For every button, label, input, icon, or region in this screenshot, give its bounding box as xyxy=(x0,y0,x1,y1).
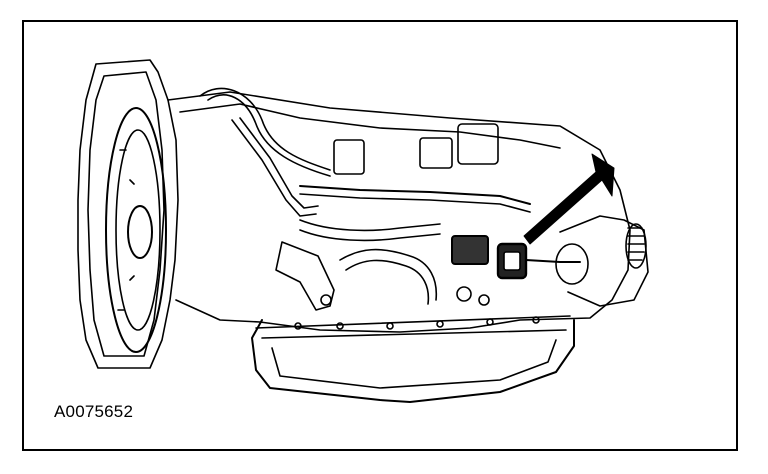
lower-hose xyxy=(339,248,438,301)
solenoid-block-mid xyxy=(419,137,453,169)
mid-hose xyxy=(299,219,441,232)
oil-pan-inner xyxy=(271,339,557,389)
torque-converter-face xyxy=(105,107,167,353)
connector-face xyxy=(503,251,521,271)
torque-converter-ring xyxy=(115,129,161,331)
case-top-ridge xyxy=(179,103,561,149)
connector-lead xyxy=(525,259,581,263)
mid-hose-2 xyxy=(299,229,441,242)
left-cooler-line-2 xyxy=(239,117,319,209)
sensor-body xyxy=(451,235,489,265)
pan-bolts xyxy=(294,286,540,330)
oil-pan-flange xyxy=(255,315,571,339)
main-case-outline xyxy=(167,91,631,333)
torque-converter-studs xyxy=(117,149,135,311)
solenoid-block-left xyxy=(333,139,365,175)
solenoid-block-right xyxy=(457,123,499,165)
bracket-bolt xyxy=(320,294,332,306)
figure-frame xyxy=(22,20,738,451)
upper-tube-2 xyxy=(207,94,331,177)
bell-housing-outline xyxy=(77,59,179,369)
oil-pan xyxy=(251,319,575,403)
speed-sensor-boss xyxy=(555,243,589,285)
mount-bracket xyxy=(275,241,335,311)
callout-arrow xyxy=(523,153,615,245)
output-shaft-end xyxy=(625,223,647,269)
output-spline xyxy=(627,227,645,261)
figure-id-label: A0075652 xyxy=(54,402,134,421)
left-cooler-line xyxy=(231,119,317,217)
harness-run xyxy=(299,185,531,205)
torque-converter-hub xyxy=(127,205,153,259)
bell-housing-rim xyxy=(87,71,165,357)
lower-hose-2 xyxy=(345,259,430,305)
upper-tube xyxy=(199,87,331,171)
harness-run-2 xyxy=(299,193,531,213)
